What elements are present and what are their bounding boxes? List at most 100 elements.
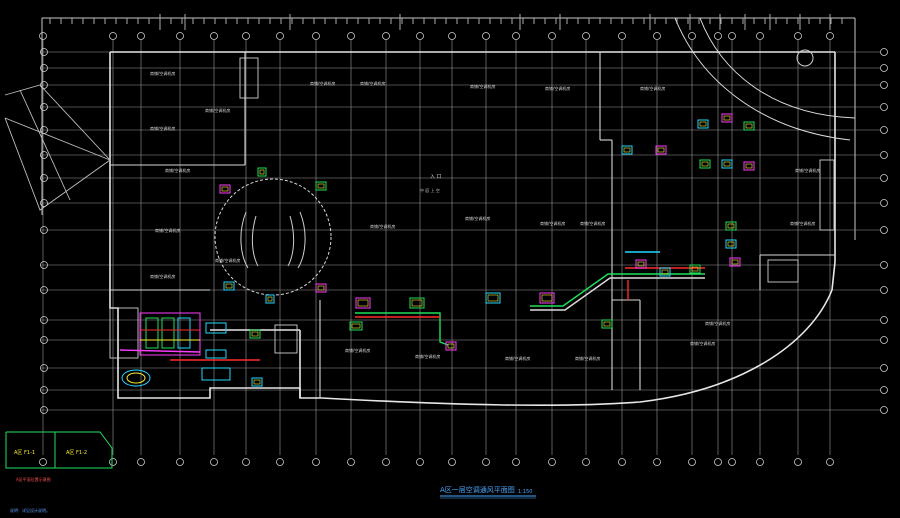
grid-bubble-top	[653, 32, 661, 40]
grid-bubble-bottom	[826, 458, 834, 466]
grid-bubble-top	[794, 32, 802, 40]
key-plan-zone-b: A区 F1-2	[66, 450, 87, 456]
room-label: 商铺/空调机房	[415, 353, 440, 359]
air-handling-unit	[689, 264, 701, 274]
hall-label: 入 口	[430, 174, 442, 180]
grid-bubble-top	[512, 32, 520, 40]
air-handling-unit	[249, 329, 261, 339]
grid-bubble-bottom	[728, 458, 736, 466]
grid-bubble-top	[312, 32, 320, 40]
air-handling-unit	[409, 297, 425, 309]
grid-bubble-top	[714, 32, 722, 40]
grid-bubble-top	[276, 32, 284, 40]
room-label: 商铺/空调机房	[540, 220, 565, 226]
air-handling-unit	[315, 283, 327, 293]
drawing-scale: 1:150	[518, 489, 532, 495]
air-handling-unit	[315, 181, 327, 191]
grid-bubble-top	[482, 32, 490, 40]
room-label: 商铺/空调机房	[690, 340, 715, 346]
air-handling-unit	[721, 113, 733, 123]
grid-bubble-left	[40, 406, 48, 414]
grid-bubble-right	[880, 406, 888, 414]
air-handling-unit	[743, 161, 755, 171]
grid-bubble-top	[176, 32, 184, 40]
air-handling-unit	[349, 321, 363, 331]
grid-bubble-top	[756, 32, 764, 40]
grid-bubble-left	[40, 386, 48, 394]
drawing-title-block: A区一层空调通风平面图 1:150	[440, 485, 536, 499]
grid-bubble-top	[347, 32, 355, 40]
interior-walls	[110, 52, 835, 398]
grid-bubble-left	[40, 261, 48, 269]
grid-bubble-left	[40, 174, 48, 182]
room-label: 商铺/空调机房	[345, 347, 370, 353]
grid-bubble-bottom	[548, 458, 556, 466]
grid-bubble-left	[40, 103, 48, 111]
air-handling-unit	[251, 377, 263, 387]
grid-bubble-right	[880, 316, 888, 324]
air-handling-unit	[257, 167, 267, 177]
grid-bubble-left	[40, 286, 48, 294]
grid-bubble-top	[109, 32, 117, 40]
plant-room-equipment	[121, 312, 231, 387]
grid-bubble-left	[40, 316, 48, 324]
air-handling-unit	[725, 221, 737, 231]
air-handling-unit	[265, 294, 275, 304]
grid-bubble-right	[880, 126, 888, 134]
grid-bubble-bottom	[176, 458, 184, 466]
grid-bubble-bottom	[482, 458, 490, 466]
grid-bubble-top	[582, 32, 590, 40]
air-handling-unit	[601, 319, 613, 329]
grid-bubble-left	[40, 336, 48, 344]
air-handling-unit	[621, 145, 633, 155]
room-label: 商铺/空调机房	[575, 355, 600, 361]
air-handling-unit	[743, 121, 755, 131]
grid-bubble-top	[448, 32, 456, 40]
grid-bubble-top	[688, 32, 696, 40]
grid-bubble-right	[880, 336, 888, 344]
room-label: 商铺/空调机房	[215, 257, 240, 263]
grid-bubble-right	[880, 81, 888, 89]
drawing-title: A区一层空调通风平面图	[440, 485, 515, 494]
grid-bubble-right	[880, 199, 888, 207]
air-handling-unit	[219, 184, 231, 194]
grid-bubble-top	[728, 32, 736, 40]
grid-bubble-right	[880, 286, 888, 294]
grid-bubble-left	[40, 199, 48, 207]
grid-bubble-right	[880, 261, 888, 269]
grid-bubble-left	[40, 151, 48, 159]
air-handling-unit	[355, 297, 371, 309]
grid-bubble-right	[880, 386, 888, 394]
grid-bubble-left	[40, 364, 48, 372]
grid-bubble-left	[40, 48, 48, 56]
air-handling-unit	[697, 119, 709, 129]
air-handling-units	[219, 113, 755, 387]
key-plan-caption: A区平面位置示意图	[16, 476, 51, 482]
grid-bubble-bottom	[653, 458, 661, 466]
grid-bubble-bottom	[416, 458, 424, 466]
room-label: 商铺/空调机房	[795, 167, 820, 173]
grid-bubble-bottom	[276, 458, 284, 466]
room-label: 商铺/空调机房	[705, 320, 730, 326]
room-label: 商铺/空调机房	[580, 220, 605, 226]
room-label: 商铺/空调机房	[505, 355, 530, 361]
key-plan-zone-a: A区 F1-1	[14, 450, 35, 456]
grid-bubble-bottom	[312, 458, 320, 466]
entrance-arcs	[674, 17, 856, 141]
grid-bubble-bottom	[688, 458, 696, 466]
grid-axis-bubbles	[39, 32, 888, 466]
grid-bubble-bottom	[714, 458, 722, 466]
room-label: 商铺/空调机房	[790, 220, 815, 226]
room-labels: 商铺/空调机房商铺/空调机房商铺/空调机房商铺/空调机房商铺/空调机房商铺/空调…	[150, 70, 820, 361]
grid-bubble-right	[880, 226, 888, 234]
structural-grid	[40, 40, 880, 455]
grid-bubble-bottom	[756, 458, 764, 466]
grid-bubble-bottom	[109, 458, 117, 466]
grid-bubble-left	[40, 64, 48, 72]
grid-bubble-top	[210, 32, 218, 40]
air-handling-unit	[725, 239, 737, 249]
air-handling-unit	[445, 341, 457, 351]
grid-bubble-top	[242, 32, 250, 40]
room-label: 商铺/空调机房	[470, 83, 495, 89]
